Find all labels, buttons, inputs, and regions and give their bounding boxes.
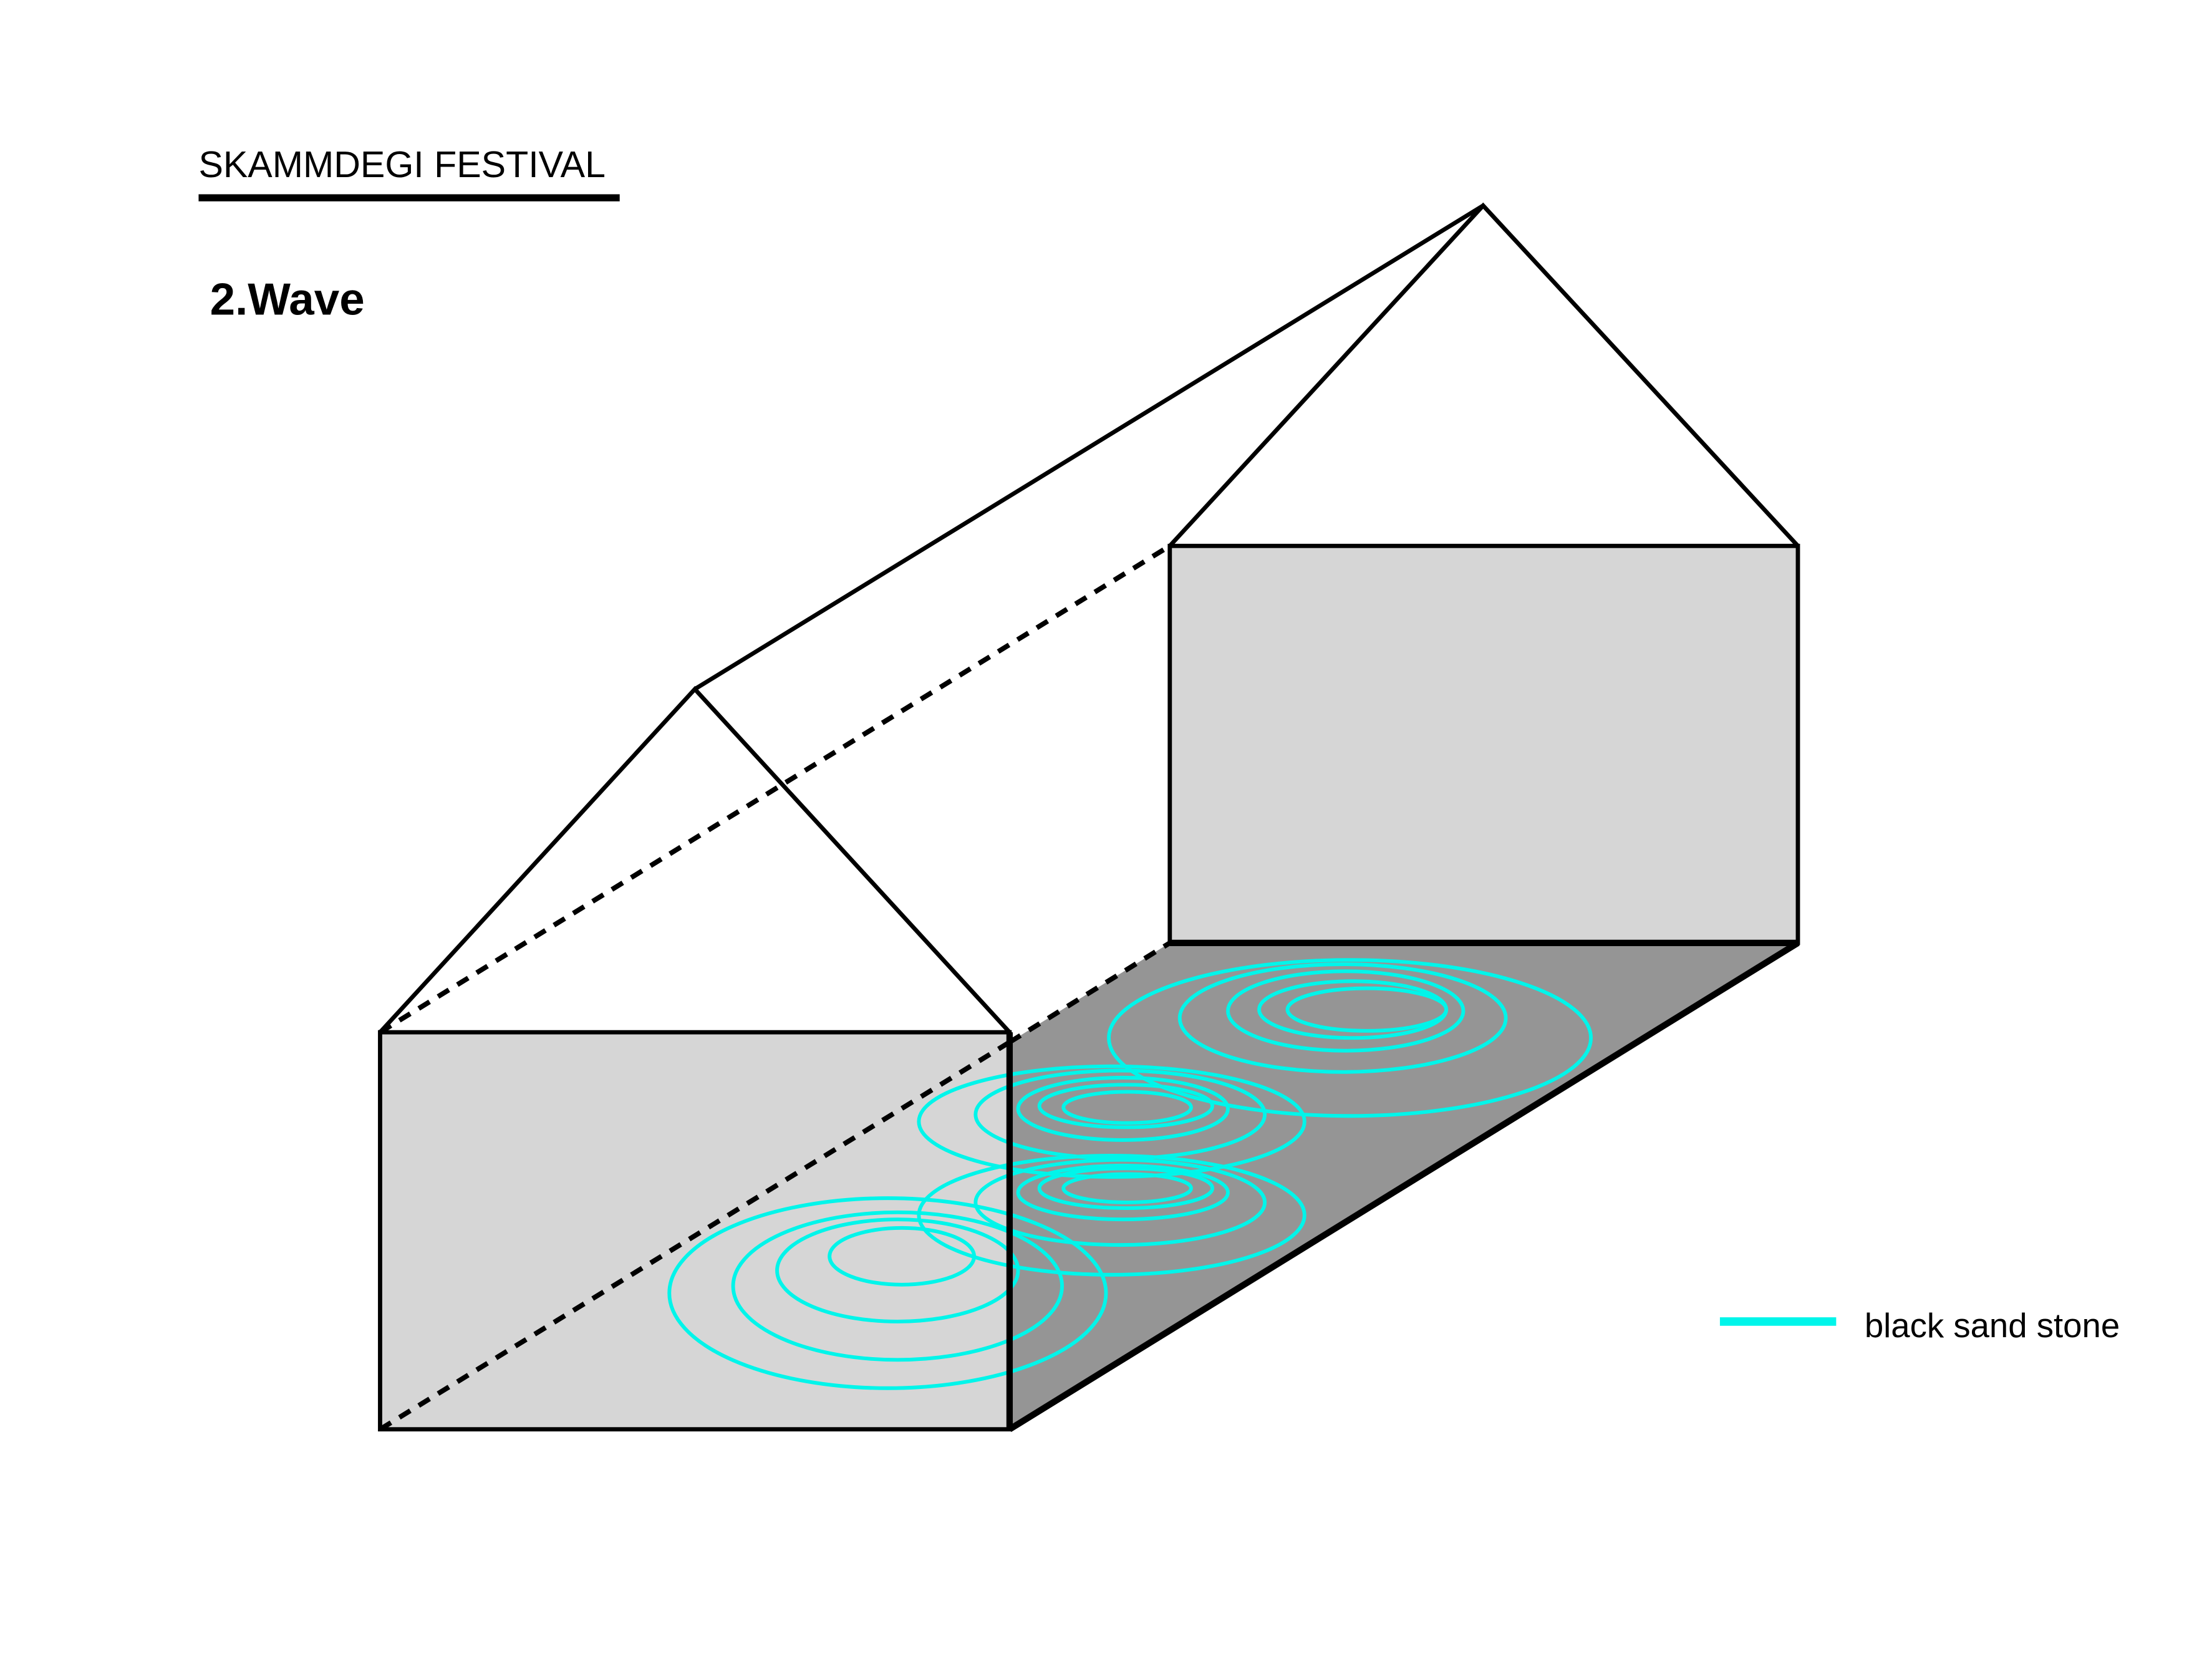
- wave-ring: [1285, 986, 1449, 1033]
- hidden-edge-floor: [1008, 941, 1171, 1045]
- back-roof: [1168, 202, 1800, 548]
- wave-group-3: [917, 1064, 1306, 1179]
- front-roof: [378, 685, 1012, 1034]
- wave-ring: [1016, 1075, 1230, 1142]
- front-wall-edges: [378, 1030, 1013, 1432]
- legend: black sand stone: [1719, 1307, 2120, 1345]
- wave-ring: [1061, 1172, 1193, 1204]
- wave-ring: [917, 1064, 1306, 1179]
- house-structure: [378, 202, 1800, 1433]
- wave-ring: [1016, 1163, 1230, 1222]
- floor-right-edge: [1008, 940, 1800, 1433]
- hidden-edge-bottom: [379, 1040, 1011, 1432]
- wave-ring: [1177, 962, 1508, 1074]
- back-wall: [1169, 546, 1798, 943]
- wave-ring: [917, 1153, 1306, 1277]
- wave-rings: [667, 958, 1593, 1390]
- front-wall: [380, 1032, 1010, 1429]
- wave-ring: [1226, 969, 1466, 1053]
- roof-ridge: [693, 203, 1485, 691]
- wave-ring: [1107, 958, 1593, 1118]
- wave-group-4: [1107, 958, 1593, 1118]
- wave-ring: [667, 1196, 1108, 1390]
- wave-ring: [1037, 1166, 1214, 1210]
- wave-ring: [1037, 1083, 1214, 1129]
- wave-group-1: [667, 1196, 1108, 1390]
- legend-label: black sand stone: [1865, 1307, 2120, 1345]
- diagram-subtitle: 2.Wave: [210, 274, 365, 325]
- hidden-edge-top: [379, 543, 1171, 1035]
- title-underline: [198, 194, 620, 201]
- wave-ring: [775, 1217, 1020, 1323]
- wave-ring: [828, 1226, 977, 1287]
- diagram-title: SKAMMDEGI FESTIVAL: [198, 143, 606, 185]
- wave-ring: [731, 1210, 1064, 1362]
- wave-group-2: [917, 1153, 1306, 1277]
- wave-ring: [973, 1158, 1267, 1247]
- wave-ring: [1061, 1090, 1193, 1125]
